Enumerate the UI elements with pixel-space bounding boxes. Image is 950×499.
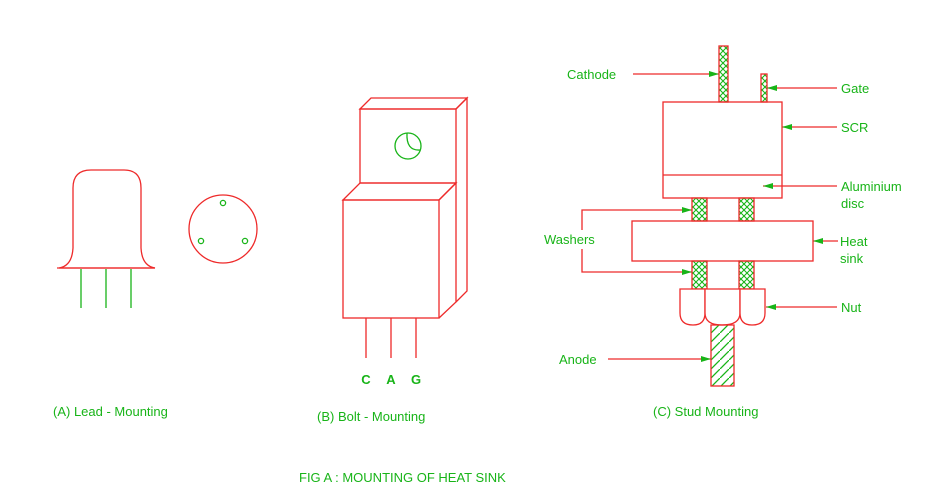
washers-leader-lower bbox=[581, 249, 692, 275]
cathode-label: Cathode bbox=[567, 67, 616, 82]
anode-stud bbox=[710, 324, 735, 387]
stud-mounting-caption: (C) Stud Mounting bbox=[653, 404, 759, 419]
bolt-mounting-panel: C A G (B) Bolt - Mounting bbox=[317, 96, 469, 424]
bolt-tab-side-face bbox=[455, 96, 468, 303]
bolt-tab-front-face bbox=[359, 108, 457, 184]
lead-mounting-caption: (A) Lead - Mounting bbox=[53, 404, 168, 419]
heat-sink-label-line1: Heat bbox=[840, 234, 868, 249]
bolt-mounting-hole-arc bbox=[406, 132, 421, 151]
bottom-view-pin-hole-2 bbox=[197, 237, 205, 245]
bolt-pin-label-g: G bbox=[411, 372, 421, 387]
bolt-pin-label-c: C bbox=[361, 372, 371, 387]
scr-label: SCR bbox=[841, 120, 868, 135]
stud-nut bbox=[679, 288, 766, 326]
gate-lead bbox=[760, 73, 768, 103]
lead-mounting-panel: (A) Lead - Mounting bbox=[53, 169, 258, 419]
nut-label: Nut bbox=[841, 300, 862, 315]
bolt-mounting-hole bbox=[394, 132, 422, 160]
bottom-view-pin-hole-3 bbox=[241, 237, 249, 245]
heat-sink-label-line2: sink bbox=[840, 251, 864, 266]
bolt-body-front-face bbox=[342, 199, 440, 319]
heat-sink-plate bbox=[631, 220, 814, 262]
bolt-body-side-face bbox=[438, 181, 457, 319]
scr-body bbox=[662, 101, 783, 199]
lower-washer-left bbox=[691, 260, 708, 290]
washers-leader-upper bbox=[581, 207, 692, 230]
cathode-lead bbox=[718, 45, 729, 103]
stud-mounting-panel: Cathode Gate SCR Aluminium disc Washers … bbox=[544, 45, 902, 419]
upper-washer-left bbox=[691, 197, 708, 222]
washers-label: Washers bbox=[544, 232, 595, 247]
figure-title: FIG A : MOUNTING OF HEAT SINK bbox=[299, 470, 506, 485]
lead-package-bottom-view bbox=[188, 194, 258, 264]
lead-package-can bbox=[58, 169, 156, 269]
anode-label: Anode bbox=[559, 352, 597, 367]
bolt-tab-top-face bbox=[358, 97, 469, 110]
bolt-mounting-caption: (B) Bolt - Mounting bbox=[317, 409, 425, 424]
bolt-body-top-face bbox=[341, 182, 458, 201]
aluminium-disc-label-line1: Aluminium bbox=[841, 179, 902, 194]
gate-label: Gate bbox=[841, 81, 869, 96]
aluminium-disc-label-line2: disc bbox=[841, 196, 865, 211]
lower-washer-right bbox=[738, 260, 755, 290]
bottom-view-pin-hole-1 bbox=[219, 199, 227, 207]
upper-washer-right bbox=[738, 197, 755, 222]
bolt-pin-label-a: A bbox=[386, 372, 396, 387]
